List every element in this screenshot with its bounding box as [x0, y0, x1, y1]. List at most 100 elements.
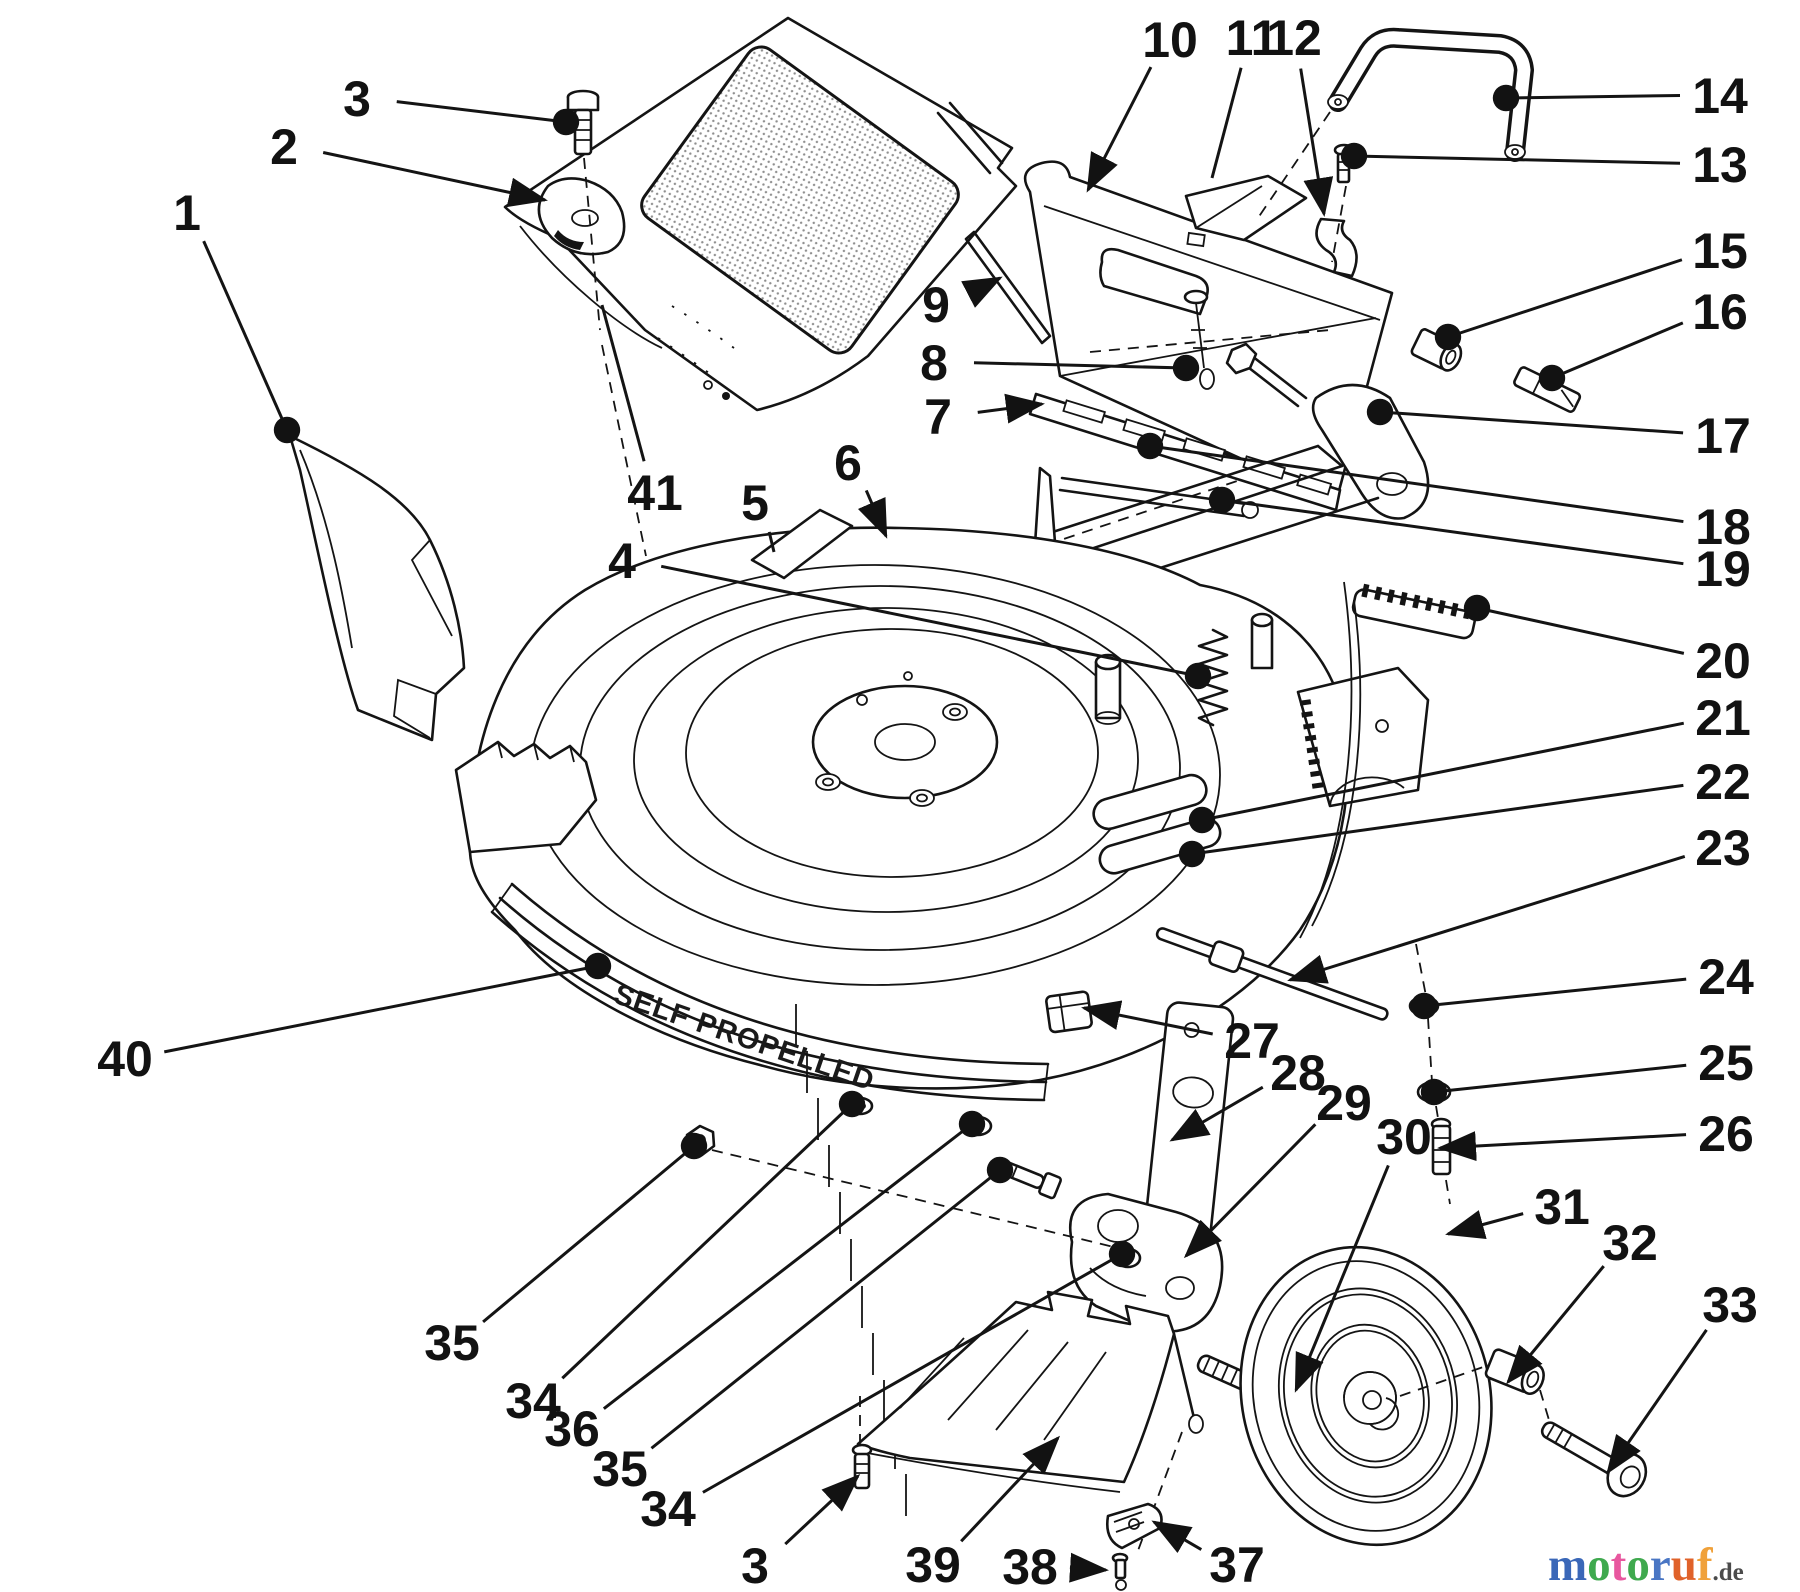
part-callout-34-39: 34: [640, 1240, 1136, 1537]
part-callout-9-7: 9: [922, 276, 1003, 333]
part-callout-39-41: 39: [905, 1435, 1061, 1592]
part-callout-35-38: 35: [592, 1156, 1014, 1497]
part-number-label: 34: [505, 1373, 561, 1429]
part-callout-28-28: 28: [1169, 1045, 1326, 1142]
part-number-label: 36: [544, 1401, 600, 1457]
part-callout-37-43: 37: [1151, 1520, 1265, 1592]
deck-bolt-holes: [815, 671, 968, 807]
part-number-label: 12: [1266, 10, 1322, 66]
part-callout-27-27: 27: [1081, 1000, 1280, 1069]
shift-rod: [1155, 927, 1389, 1021]
part-number-label: 34: [640, 1481, 696, 1537]
part-callout-1-0: 1: [173, 185, 301, 444]
part-number-label: 41: [627, 465, 683, 521]
part-callout-6-5: 6: [834, 435, 888, 539]
part-callout-41-3: 41: [600, 304, 683, 521]
part-number-label: 14: [1692, 68, 1748, 124]
leader-line: [1169, 1085, 1264, 1142]
part-callout-15-15: 15: [1434, 223, 1748, 351]
part-callout-12-12: 12: [1266, 10, 1334, 217]
leader-line: [1410, 977, 1687, 1020]
leader-line: [163, 952, 612, 1054]
trunnion-nut: [1045, 990, 1093, 1034]
part-number-label: 35: [424, 1315, 480, 1371]
part-number-label: 6: [834, 435, 862, 491]
part-number-label: 16: [1692, 284, 1748, 340]
leader-line: [1178, 783, 1684, 868]
leader-line: [1299, 68, 1334, 217]
leader-line: [702, 1240, 1136, 1494]
leader-line: [1151, 1520, 1203, 1554]
watermark-logo: motoruf.de: [1548, 1539, 1744, 1591]
part-number-label: 18: [1695, 499, 1751, 555]
leader-line: [650, 1156, 1014, 1450]
leader-line: [396, 100, 580, 136]
part-callout-25-25: 25: [1420, 1035, 1754, 1106]
mounting-bolt: [566, 89, 600, 156]
leader-line: [202, 240, 301, 444]
part-number-label: 4: [608, 533, 636, 589]
part-callout-2-1: 2: [270, 119, 548, 208]
part-number-label: 13: [1692, 137, 1748, 193]
leader-line: [1463, 594, 1685, 655]
handle-grip: [1257, 27, 1534, 219]
part-number-label: 37: [1209, 1537, 1265, 1592]
part-callout-10-10: 10: [1086, 12, 1198, 193]
part-number-label: 33: [1702, 1277, 1758, 1333]
part-callout-34-36: 34: [505, 1090, 866, 1429]
part-callout-30-30: 30: [1294, 1109, 1432, 1393]
part-number-label: 20: [1695, 633, 1751, 689]
rear-corner-bracket: [1296, 666, 1430, 808]
part-number-label: 25: [1698, 1035, 1754, 1091]
leader-line: [602, 1110, 986, 1410]
leader-line: [1287, 854, 1686, 984]
leader-line: [857, 489, 888, 539]
part-callout-16-16: 16: [1538, 284, 1748, 392]
part-callout-20-20: 20: [1463, 594, 1751, 689]
leader-line: [784, 1473, 861, 1546]
part-number-label: 10: [1142, 12, 1198, 68]
part-number-label: 15: [1692, 223, 1748, 279]
part-number-label: 1: [173, 185, 201, 241]
part-callout-19-19: 19: [1208, 486, 1751, 597]
leader-line: [600, 304, 646, 462]
wheel-axle-bolt: [1540, 1421, 1648, 1498]
leader-line: [1538, 321, 1684, 392]
part-callout-8-8: 8: [920, 335, 1200, 391]
part-number-label: 11: [1226, 10, 1279, 66]
part-number-label: 39: [905, 1537, 961, 1592]
part-callout-18-18: 18: [1136, 432, 1751, 555]
part-callout-7-9: 7: [924, 389, 1045, 445]
leader-line: [1366, 398, 1684, 435]
leader-line: [1208, 486, 1684, 566]
leader-line: [1445, 1210, 1524, 1240]
part-callout-33-33: 33: [1606, 1277, 1758, 1475]
part-callout-4-6: 4: [608, 533, 1212, 690]
leader-line: [977, 393, 1045, 424]
part-number-label: 5: [741, 475, 769, 531]
leader-line: [1606, 1329, 1708, 1475]
leader-line: [1420, 1063, 1687, 1106]
grass-catcher-cover: [503, 16, 1018, 557]
deck-posts: [1094, 612, 1274, 725]
cable-hardware: [1408, 943, 1452, 1205]
part-callout-3-2: 3: [343, 71, 580, 136]
part-callout-14-13: 14: [1492, 68, 1748, 124]
part-number-label: 21: [1695, 690, 1751, 746]
part-number-label: 9: [922, 277, 950, 333]
cover-mesh-screen: [640, 45, 960, 355]
leader-line: [1437, 1131, 1687, 1162]
leader-line: [1188, 721, 1685, 834]
part-number-label: 17: [1695, 408, 1751, 464]
part-number-label: 26: [1698, 1106, 1754, 1162]
part-number-label: 38: [1002, 1539, 1058, 1592]
side-discharge-plate: [288, 434, 466, 742]
leader-line: [961, 276, 1003, 308]
leader-line: [482, 1132, 708, 1324]
part-callout-11-11: 11: [1210, 10, 1279, 179]
rear-wheel: [1239, 1245, 1648, 1547]
leader-line: [1136, 432, 1684, 524]
part-callout-35-35: 35: [424, 1132, 708, 1371]
